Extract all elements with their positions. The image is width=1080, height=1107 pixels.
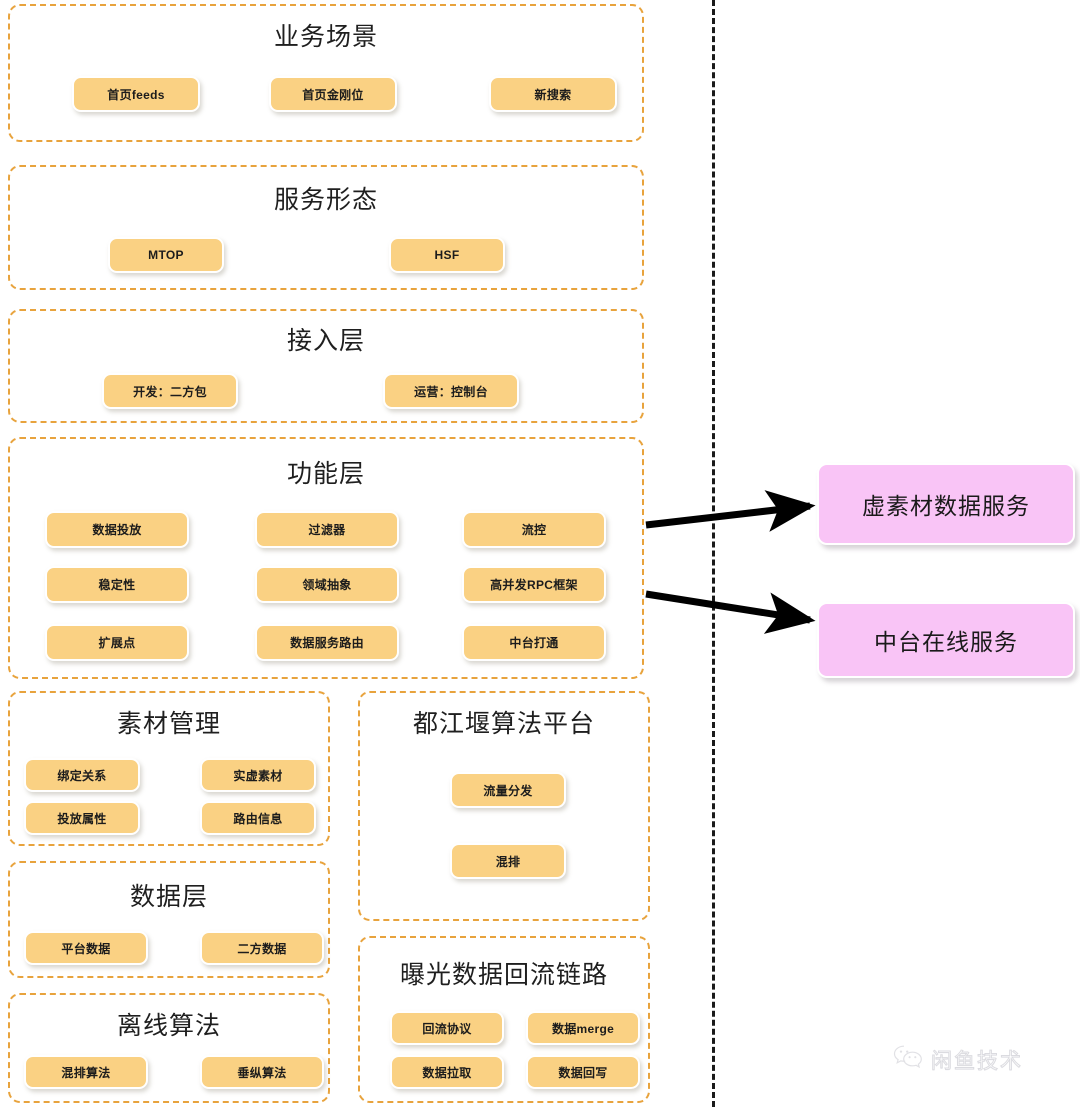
pill-material-real-virtual[interactable]: 实虚素材 xyxy=(200,758,316,792)
group-dujiangyan-platform: 都江堰算法平台 流量分发 混排 xyxy=(358,691,650,921)
pill-backflow-protocol[interactable]: 回流协议 xyxy=(390,1011,504,1045)
pill-backflow-data-writeback[interactable]: 数据回写 xyxy=(526,1055,640,1089)
pill-business-feeds[interactable]: 首页feeds xyxy=(72,76,200,112)
group-title-offline-algorithm: 离线算法 xyxy=(116,1012,221,1040)
box-midplatform-online-service[interactable]: 中台在线服务 xyxy=(817,602,1075,678)
arrow-function-layer-to-virtual-material-data-service xyxy=(645,490,816,532)
box-virtual-material-data-service[interactable]: 虚素材数据服务 xyxy=(817,463,1075,545)
pill-business-jingangwei[interactable]: 首页金刚位 xyxy=(269,76,397,112)
group-function-layer: 功能层 数据投放 过滤器 流控 稳定性 领域抽象 高并发RPC框架 扩展点 数据… xyxy=(8,437,644,679)
group-business-scenario: 业务场景 首页feeds 首页金刚位 新搜索 xyxy=(8,4,644,142)
pill-backflow-data-merge[interactable]: 数据merge xyxy=(526,1011,640,1045)
group-data-layer: 数据层 平台数据 二方数据 xyxy=(8,861,330,978)
arrow-function-layer-to-midplatform-online-service xyxy=(645,590,816,634)
pill-offline-vertical-algorithm[interactable]: 垂纵算法 xyxy=(200,1055,324,1089)
vertical-dashed-divider xyxy=(712,0,715,1107)
group-title-function-layer: 功能层 xyxy=(286,460,365,488)
pill-data-second-party-data[interactable]: 二方数据 xyxy=(200,931,324,965)
group-title-service-form: 服务形态 xyxy=(273,186,378,214)
pill-function-rpc-framework[interactable]: 高并发RPC框架 xyxy=(462,566,606,603)
pill-data-platform-data[interactable]: 平台数据 xyxy=(24,931,148,965)
group-title-material-management: 素材管理 xyxy=(116,710,221,738)
pill-material-delivery-attribute[interactable]: 投放属性 xyxy=(24,801,140,835)
pill-backflow-data-pull[interactable]: 数据拉取 xyxy=(390,1055,504,1089)
group-access-layer: 接入层 开发：二方包 运营：控制台 xyxy=(8,309,644,423)
pill-function-flow-control[interactable]: 流控 xyxy=(462,511,606,548)
group-title-access-layer: 接入层 xyxy=(286,327,365,355)
group-service-form: 服务形态 MTOP HSF xyxy=(8,165,644,290)
group-title-exposure-backflow: 曝光数据回流链路 xyxy=(399,961,608,989)
group-title-dujiangyan-platform: 都江堰算法平台 xyxy=(412,710,595,738)
group-title-business-scenario: 业务场景 xyxy=(273,23,378,51)
pill-access-dev-sdk[interactable]: 开发：二方包 xyxy=(102,373,238,409)
pill-function-stability[interactable]: 稳定性 xyxy=(45,566,189,603)
watermark-text: 闲鱼技术 xyxy=(931,1049,1023,1073)
group-material-management: 素材管理 绑定关系 实虚素材 投放属性 路由信息 xyxy=(8,691,330,846)
wechat-icon xyxy=(893,1044,923,1075)
group-exposure-backflow: 曝光数据回流链路 回流协议 数据merge 数据拉取 数据回写 xyxy=(358,936,650,1103)
pill-function-midplatform-link[interactable]: 中台打通 xyxy=(462,624,606,661)
pill-business-new-search[interactable]: 新搜索 xyxy=(489,76,617,112)
pill-function-data-service-routing[interactable]: 数据服务路由 xyxy=(255,624,399,661)
pill-dujiangyan-mixed-ranking[interactable]: 混排 xyxy=(450,843,566,879)
pill-function-filter[interactable]: 过滤器 xyxy=(255,511,399,548)
pill-offline-mixed-ranking-algorithm[interactable]: 混排算法 xyxy=(24,1055,148,1089)
group-title-data-layer: 数据层 xyxy=(129,883,208,911)
watermark: 闲鱼技术 xyxy=(893,1044,1023,1075)
pill-dujiangyan-traffic-distribution[interactable]: 流量分发 xyxy=(450,772,566,808)
pill-material-binding-relation[interactable]: 绑定关系 xyxy=(24,758,140,792)
pill-material-routing-info[interactable]: 路由信息 xyxy=(200,801,316,835)
pill-function-domain-abstraction[interactable]: 领域抽象 xyxy=(255,566,399,603)
pill-function-data-delivery[interactable]: 数据投放 xyxy=(45,511,189,548)
pill-service-mtop[interactable]: MTOP xyxy=(108,237,224,273)
pill-access-ops-console[interactable]: 运营：控制台 xyxy=(383,373,519,409)
pill-service-hsf[interactable]: HSF xyxy=(389,237,505,273)
pill-function-extension-point[interactable]: 扩展点 xyxy=(45,624,189,661)
group-offline-algorithm: 离线算法 混排算法 垂纵算法 xyxy=(8,993,330,1103)
